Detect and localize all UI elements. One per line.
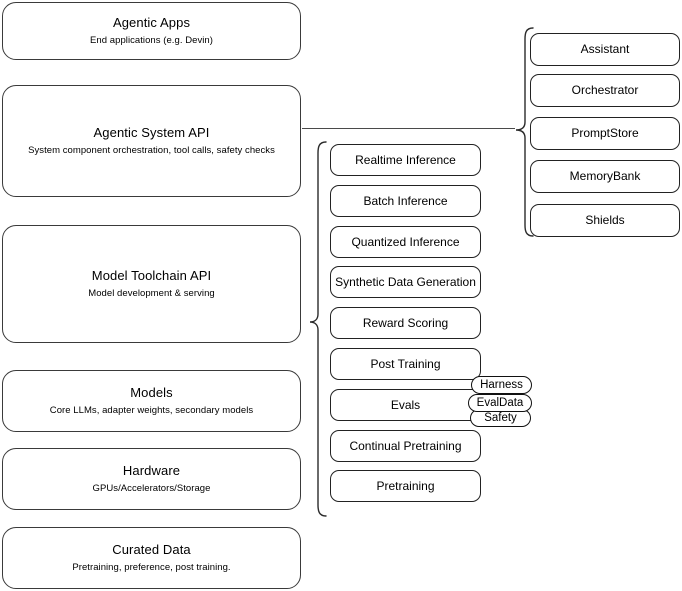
layer-model-toolchain-api[interactable]: Model Toolchain API Model development & … — [2, 225, 301, 343]
layer-agentic-system-api[interactable]: Agentic System API System component orch… — [2, 85, 301, 197]
component-label: Shields — [585, 213, 625, 227]
component-orchestrator[interactable]: Orchestrator — [530, 74, 680, 107]
capability-label: Synthetic Data Generation — [335, 274, 476, 289]
evals-subcomponent-safety[interactable]: Safety — [470, 409, 531, 427]
layer-subtitle: Pretraining, preference, post training. — [72, 562, 231, 573]
capability-label: Quantized Inference — [351, 234, 460, 249]
layer-curated-data[interactable]: Curated Data Pretraining, preference, po… — [2, 527, 301, 589]
capability-post-training[interactable]: Post Training — [330, 348, 481, 380]
component-memorybank[interactable]: MemoryBank — [530, 160, 680, 193]
component-label: PromptStore — [571, 126, 639, 140]
connector-agentic-system-to-components — [302, 128, 515, 129]
layer-title: Models — [130, 385, 173, 400]
layer-subtitle: GPUs/Accelerators/Storage — [92, 483, 211, 494]
evals-subcomponent-harness[interactable]: Harness — [471, 376, 532, 394]
component-label: Orchestrator — [571, 83, 639, 97]
capability-continual-pretraining[interactable]: Continual Pretraining — [330, 430, 481, 462]
capability-synthetic-data-generation[interactable]: Synthetic Data Generation — [330, 266, 481, 298]
layer-title: Hardware — [122, 463, 181, 478]
evals-subcomponent-evaldata[interactable]: EvalData — [468, 394, 532, 412]
evals-subcomponent-label: Safety — [484, 412, 517, 424]
capability-label: Pretraining — [376, 478, 435, 493]
layer-title: Curated Data — [112, 542, 191, 557]
capability-reward-scoring[interactable]: Reward Scoring — [330, 307, 481, 339]
layer-subtitle: System component orchestration, tool cal… — [28, 145, 275, 156]
capability-batch-inference[interactable]: Batch Inference — [330, 185, 481, 217]
capability-label: Reward Scoring — [362, 315, 449, 330]
capability-label: Batch Inference — [363, 193, 448, 208]
layer-title: Agentic System API — [93, 125, 210, 140]
layer-subtitle: End applications (e.g. Devin) — [90, 35, 213, 46]
layer-subtitle: Model development & serving — [88, 288, 215, 299]
layer-agentic-apps[interactable]: Agentic Apps End applications (e.g. Devi… — [2, 2, 301, 60]
component-label: Assistant — [580, 42, 630, 56]
capability-label: Continual Pretraining — [349, 438, 462, 453]
evals-subcomponent-label: EvalData — [476, 397, 524, 409]
layer-models[interactable]: Models Core LLMs, adapter weights, secon… — [2, 370, 301, 432]
layer-hardware[interactable]: Hardware GPUs/Accelerators/Storage — [2, 448, 301, 510]
component-assistant[interactable]: Assistant — [530, 33, 680, 66]
layer-title: Agentic Apps — [112, 15, 191, 30]
capability-evals[interactable]: Evals — [330, 389, 481, 421]
capability-pretraining[interactable]: Pretraining — [330, 470, 481, 502]
component-label: MemoryBank — [569, 169, 641, 183]
capability-label: Post Training — [370, 356, 441, 371]
capability-label: Evals — [390, 397, 421, 412]
capability-realtime-inference[interactable]: Realtime Inference — [330, 144, 481, 176]
component-shields[interactable]: Shields — [530, 204, 680, 237]
brace-agentic-system-components — [513, 26, 535, 238]
capability-label: Realtime Inference — [355, 152, 456, 167]
layer-subtitle: Core LLMs, adapter weights, secondary mo… — [49, 405, 254, 416]
capability-quantized-inference[interactable]: Quantized Inference — [330, 226, 481, 258]
evals-subcomponent-label: Harness — [480, 379, 523, 391]
layer-title: Model Toolchain API — [91, 268, 212, 283]
brace-model-toolchain — [300, 140, 328, 518]
component-promptstore[interactable]: PromptStore — [530, 117, 680, 150]
